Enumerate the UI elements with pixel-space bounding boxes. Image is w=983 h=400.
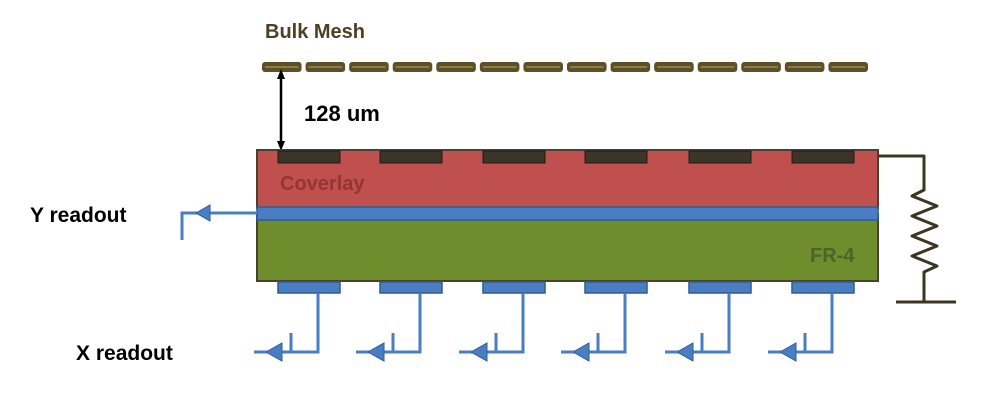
fr4-label: FR-4: [810, 245, 855, 267]
x-readout-strip: [688, 281, 752, 294]
arrowhead-icon: [675, 342, 694, 362]
coverlay-layer: [256, 149, 879, 209]
x-readout-wire: [780, 293, 834, 354]
x-readout-strip: [277, 281, 341, 294]
gap-label: 128 um: [304, 101, 380, 126]
fr4-layer: [256, 213, 879, 282]
x-readout-strip: [379, 281, 443, 294]
x-readout-wire: [573, 293, 627, 354]
arrowhead-icon: [571, 342, 590, 362]
y-readout-label: Y readout: [30, 204, 126, 227]
top-pad: [379, 150, 443, 164]
x-readout-wire: [805, 328, 834, 354]
coverlay-label: Coverlay: [280, 173, 365, 195]
top-pad: [584, 150, 648, 164]
top-pad: [277, 150, 341, 164]
top-pad: [791, 150, 855, 164]
y-readout-wire: [180, 211, 257, 240]
top-pads: [277, 150, 855, 164]
x-readout-wire: [291, 328, 320, 354]
top-pad: [688, 150, 752, 164]
x-readout-wire: [677, 293, 731, 354]
x-readout-strips: [254, 281, 855, 362]
arrowhead-icon: [469, 342, 488, 362]
y-readout-strip: [256, 206, 879, 221]
x-readout-wire: [496, 328, 525, 354]
x-readout-label: X readout: [76, 342, 173, 365]
resistor-icon: [878, 154, 939, 302]
x-readout-wire: [368, 293, 422, 354]
x-readout-strip: [791, 281, 855, 294]
arrowhead-icon: [194, 204, 211, 222]
x-readout-wire: [266, 293, 320, 354]
x-readout-strip: [584, 281, 648, 294]
arrowhead-icon: [778, 342, 797, 362]
arrowhead-icon: [366, 342, 385, 362]
x-readout-strip: [482, 281, 546, 294]
x-readout-wire: [471, 293, 525, 354]
top-pad: [482, 150, 546, 164]
arrowhead-icon: [264, 342, 283, 362]
bulk-mesh: [262, 62, 868, 72]
x-readout-wire: [702, 328, 731, 354]
x-readout-wire: [393, 328, 422, 354]
bulk-mesh-label: Bulk Mesh: [265, 21, 365, 43]
x-readout-wire: [598, 328, 627, 354]
